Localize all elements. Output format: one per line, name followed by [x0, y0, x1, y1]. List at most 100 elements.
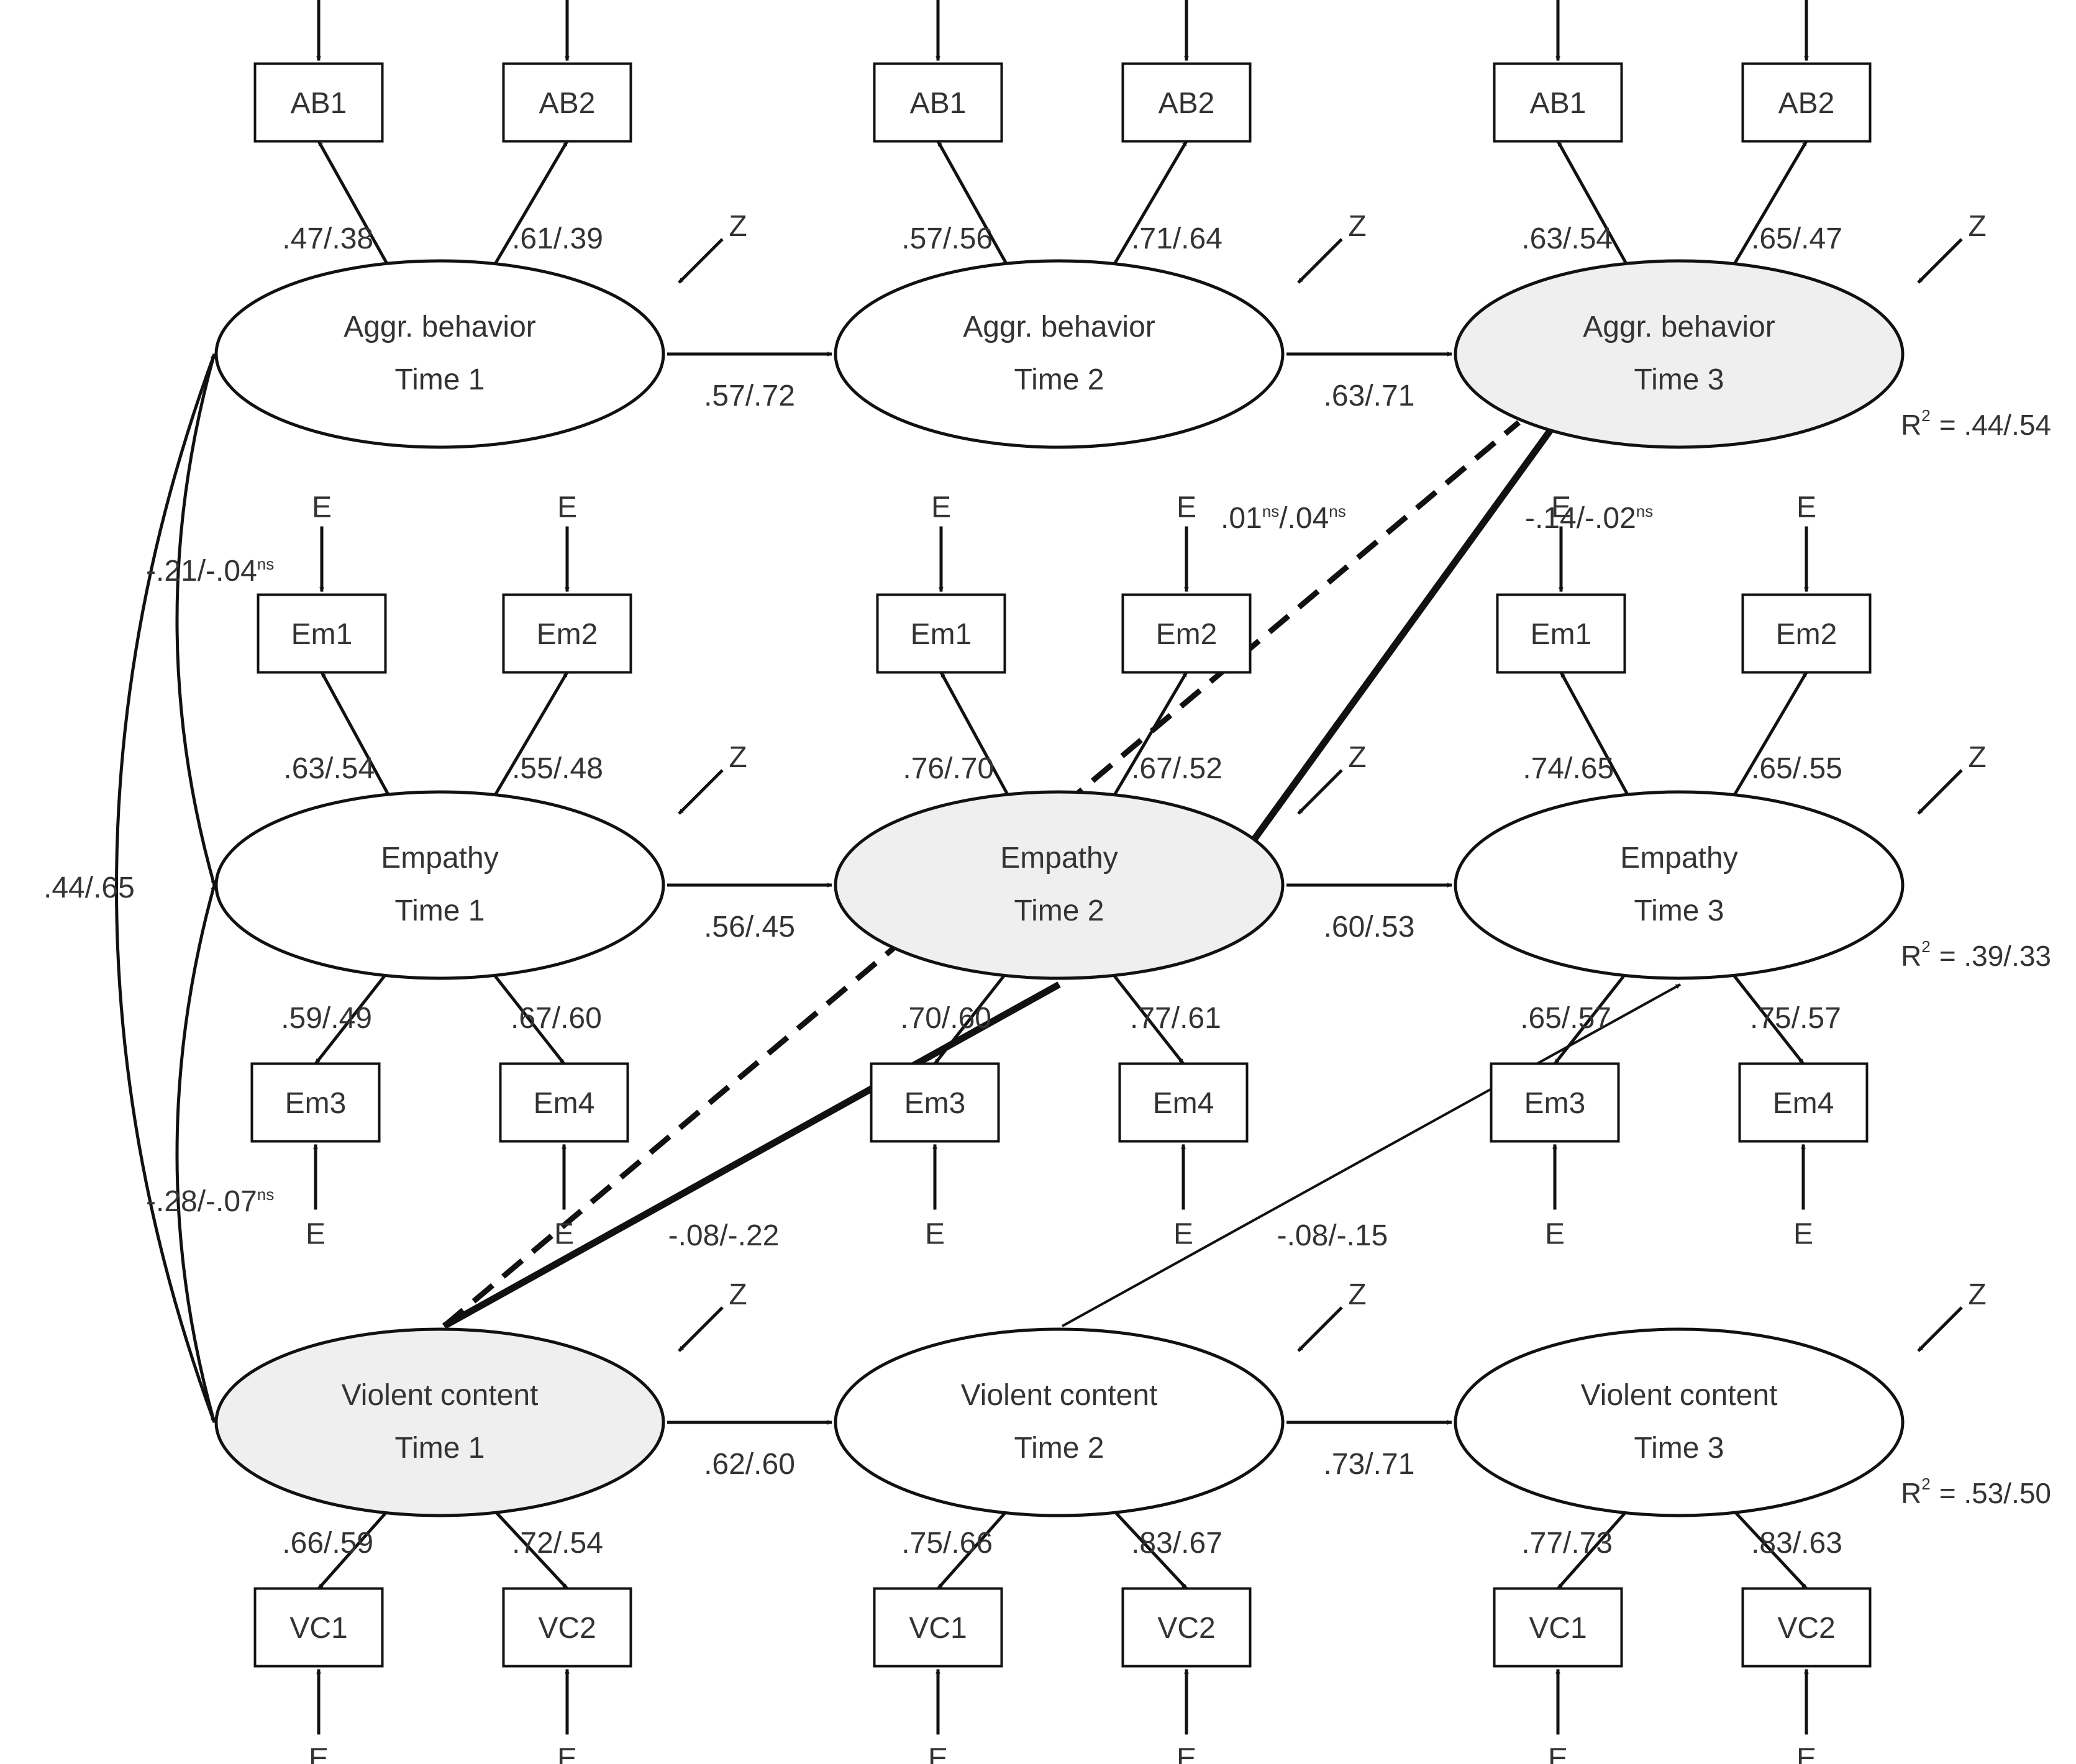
error-em3-4: E — [1793, 1218, 1813, 1251]
disturbance-arrow-em2 — [1297, 769, 1343, 815]
latent-em1-name: Empathy — [381, 842, 498, 875]
indicator-ab1-2 — [502, 62, 632, 143]
indicator-ab1-2-label: AB2 — [539, 87, 596, 120]
path-label-ab1_ab2: .57/.72 — [704, 380, 795, 412]
indicator-em2-2-label: Em2 — [1156, 618, 1218, 651]
path-label-vc1_em2: -.08/-.22 — [668, 1219, 780, 1252]
loading-em1-2: .55/.48 — [512, 752, 603, 785]
error-em3-1: E — [1551, 491, 1571, 524]
latent-em2 — [834, 790, 1285, 980]
loading-arrow-vc3-2 — [1731, 1508, 1808, 1590]
latent-vc2 — [834, 1327, 1285, 1517]
latent-ab3 — [1454, 259, 1905, 449]
disturbance-arrow-ab1 — [678, 238, 724, 284]
path-vc1_em2 — [442, 981, 1061, 1329]
latent-em2-name: Empathy — [1000, 842, 1118, 875]
latent-ab1 — [214, 259, 665, 449]
latent-vc3-name: Violent content — [1581, 1379, 1778, 1412]
indicator-ab2-2-label: AB2 — [1159, 87, 1215, 120]
indicator-em1-3-label: Em3 — [285, 1087, 347, 1120]
loading-arrow-em3-1 — [1559, 671, 1631, 799]
path-label-vc2_vc3: .73/.71 — [1324, 1448, 1415, 1481]
indicator-ab1-1 — [253, 62, 384, 143]
loading-arrow-em2-2 — [1111, 671, 1188, 799]
shapes-layer — [214, 62, 1905, 1668]
path-label-em2_ab3: -.14/-.02ns — [1525, 502, 1653, 535]
indicator-em1-4-label: Em4 — [534, 1087, 595, 1120]
path-label-vc1_vc2: .62/.60 — [704, 1448, 795, 1481]
indicator-vc3-1-label: VC1 — [1529, 1612, 1587, 1645]
indicator-em3-4 — [1738, 1062, 1869, 1143]
latent-ab3-time: Time 3 — [1634, 363, 1724, 396]
path-label-vc2_em3: -.08/-.15 — [1277, 1219, 1388, 1252]
latent-em3-time: Time 3 — [1634, 894, 1724, 927]
indicator-ab3-2 — [1741, 62, 1872, 143]
error-vc1-1: E — [309, 1743, 329, 1764]
indicator-em3-2 — [1741, 593, 1872, 674]
latent-ab2-time: Time 2 — [1014, 363, 1104, 396]
indicator-em1-2 — [502, 593, 632, 674]
latent-ab2 — [834, 259, 1285, 449]
loading-arrow-em2-4 — [1110, 971, 1185, 1065]
loading-arrow-em2-1 — [939, 671, 1011, 799]
covariance-ab-em — [175, 353, 216, 886]
paths-layer — [115, 0, 1963, 1735]
indicator-vc2-2-label: VC2 — [1157, 1612, 1215, 1645]
indicator-em1-1 — [257, 593, 387, 674]
indicator-ab2-1-label: AB1 — [910, 87, 967, 120]
loading-vc1-2: .72/.54 — [512, 1527, 603, 1560]
latent-ab1-name: Aggr. behavior — [344, 311, 536, 343]
indicator-em1-1-label: Em1 — [291, 618, 353, 651]
error-vc3-1: E — [1548, 1743, 1568, 1764]
indicator-vc3-2 — [1741, 1587, 1872, 1668]
indicator-em3-4-label: Em4 — [1773, 1087, 1834, 1120]
latent-em2-time: Time 2 — [1014, 894, 1104, 927]
loading-arrow-ab3-2 — [1731, 140, 1808, 268]
indicator-em3-2-label: Em2 — [1776, 618, 1837, 651]
latent-em1-time: Time 1 — [395, 894, 485, 927]
indicator-vc3-1 — [1493, 1587, 1623, 1668]
indicator-vc1-2-label: VC2 — [538, 1612, 596, 1645]
indicator-vc2-1-label: VC1 — [909, 1612, 967, 1645]
path-label-vc1_ab3: .01ns/.04ns — [1221, 502, 1346, 535]
indicator-em1-3 — [250, 1062, 381, 1143]
covariance-em-vc — [175, 884, 216, 1423]
error-vc2-1: E — [928, 1743, 948, 1764]
loading-em1-3: .59/.49 — [281, 1002, 372, 1035]
indicator-ab3-1 — [1493, 62, 1623, 143]
error-em2-3: E — [925, 1218, 945, 1251]
disturbance-em2: Z — [1348, 741, 1366, 774]
error-em2-2: E — [1177, 491, 1196, 524]
indicator-vc1-2 — [502, 1587, 632, 1668]
disturbance-arrow-vc3 — [1917, 1306, 1963, 1352]
loading-arrow-vc1-1 — [317, 1508, 390, 1590]
loading-em2-2: .67/.52 — [1131, 752, 1222, 785]
loading-arrow-ab3-1 — [1556, 140, 1630, 268]
path-label-em1_em2: .56/.45 — [704, 911, 795, 943]
indicator-vc3-2-label: VC2 — [1777, 1612, 1835, 1645]
disturbance-arrow-ab2 — [1297, 238, 1343, 284]
disturbance-em1: Z — [729, 741, 747, 774]
latent-vc3-time: Time 3 — [1634, 1432, 1724, 1465]
loading-ab2-1: .57/.56 — [901, 222, 993, 255]
loading-arrow-ab2-1 — [936, 140, 1010, 268]
loading-arrow-ab2-2 — [1111, 140, 1188, 268]
loading-arrow-vc2-1 — [937, 1508, 1009, 1590]
loading-em1-1: .63/.54 — [283, 752, 375, 785]
loading-arrow-vc3-1 — [1557, 1508, 1629, 1590]
loading-em2-1: .76/.70 — [903, 752, 994, 785]
loading-em3-3: .65/.57 — [1520, 1002, 1611, 1035]
disturbance-vc2: Z — [1348, 1278, 1366, 1311]
latent-vc1-time: Time 1 — [395, 1432, 485, 1465]
indicator-em1-4 — [499, 1062, 629, 1143]
indicator-em2-3 — [870, 1062, 1000, 1143]
disturbance-ab3: Z — [1968, 210, 1986, 243]
disturbance-vc3: Z — [1968, 1278, 1986, 1311]
error-vc3-2: E — [1796, 1743, 1816, 1764]
r2-vc3: R2= .53/.50 — [1901, 1475, 2051, 1509]
latent-vc2-time: Time 2 — [1014, 1432, 1104, 1465]
indicator-vc1-1 — [253, 1587, 384, 1668]
error-em1-2: E — [557, 491, 577, 524]
